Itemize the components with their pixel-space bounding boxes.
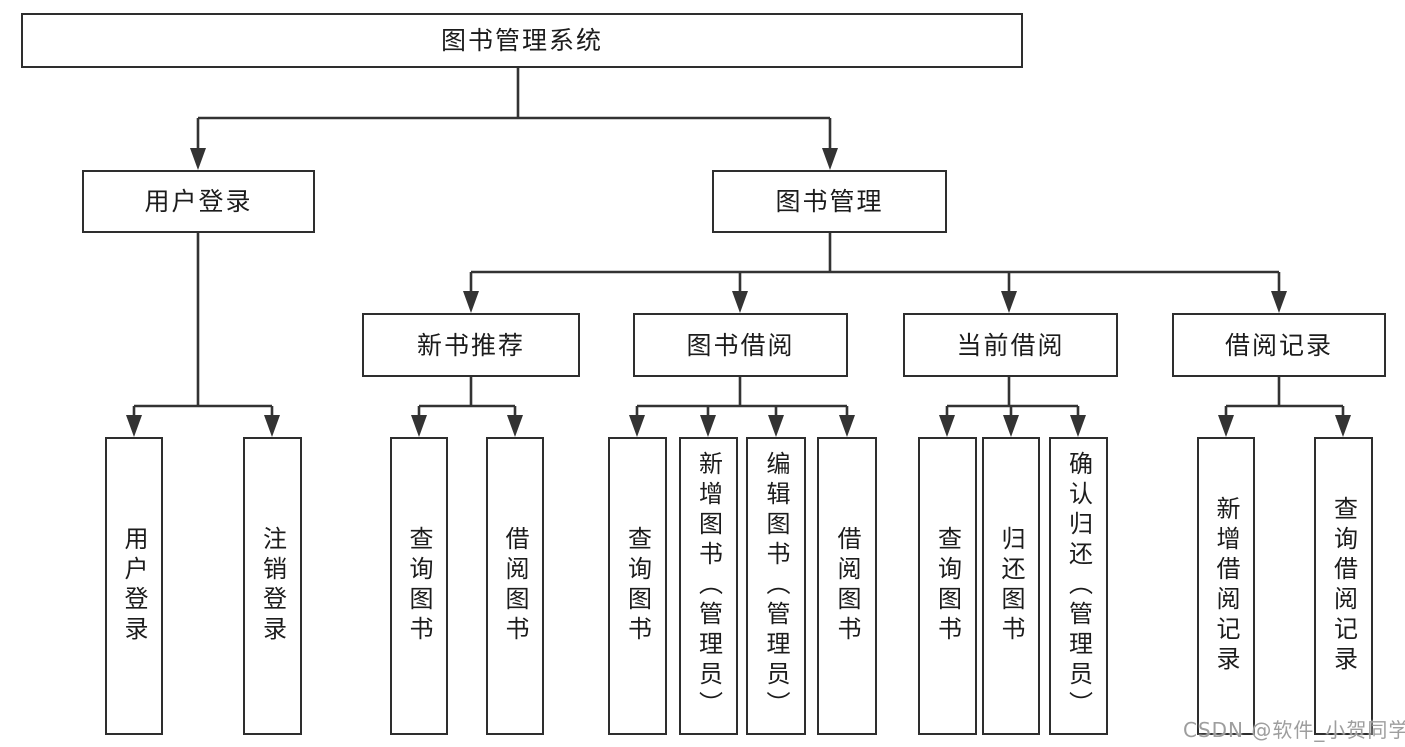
leaf-add-borrow-record-label: 新增借阅记录 bbox=[1212, 496, 1240, 676]
node-current-borrow-label: 当前借阅 bbox=[956, 330, 1065, 360]
leaf-user-login: 用户登录 bbox=[105, 437, 163, 735]
leaf-query-books-current: 查询图书 bbox=[918, 437, 977, 735]
node-current-borrow: 当前借阅 bbox=[903, 313, 1118, 377]
leaf-add-book-admin: 新增图书（管理员） bbox=[679, 437, 738, 735]
leaf-user-login-label: 用户登录 bbox=[120, 526, 148, 646]
node-user-login: 用户登录 bbox=[82, 170, 315, 233]
leaf-query-books-current-label: 查询图书 bbox=[933, 526, 962, 646]
leaf-logout: 注销登录 bbox=[243, 437, 302, 735]
node-borrow-records-label: 借阅记录 bbox=[1224, 330, 1333, 360]
leaf-query-books-borrow-label: 查询图书 bbox=[623, 526, 652, 646]
node-root: 图书管理系统 bbox=[21, 13, 1023, 68]
leaf-query-borrow-record: 查询借阅记录 bbox=[1314, 437, 1373, 735]
leaf-borrow-books-borrow: 借阅图书 bbox=[817, 437, 877, 735]
connector-new-book-branch bbox=[417, 377, 517, 426]
leaf-confirm-return-admin: 确认归还（管理员） bbox=[1049, 437, 1108, 735]
leaf-query-books-borrow: 查询图书 bbox=[608, 437, 667, 735]
leaf-borrow-books-recommend-label: 借阅图书 bbox=[501, 526, 529, 646]
node-root-label: 图书管理系统 bbox=[440, 26, 603, 55]
node-new-book-recommend-label: 新书推荐 bbox=[416, 330, 525, 360]
leaf-logout-label: 注销登录 bbox=[258, 526, 287, 646]
leaf-add-book-admin-label: 新增图书（管理员） bbox=[694, 451, 723, 721]
node-borrow-records: 借阅记录 bbox=[1172, 313, 1386, 377]
leaf-query-books-recommend-label: 查询图书 bbox=[405, 526, 433, 646]
arrow-down-icon bbox=[126, 148, 1351, 437]
connector-stems bbox=[132, 68, 1345, 426]
connector-user-login-branch bbox=[132, 233, 274, 426]
leaf-borrow-books-recommend: 借阅图书 bbox=[486, 437, 544, 735]
leaf-confirm-return-admin-label: 确认归还（管理员） bbox=[1064, 451, 1093, 721]
connector-book-mgmt-branch bbox=[469, 233, 1281, 302]
leaf-return-book: 归还图书 bbox=[982, 437, 1040, 735]
leaf-query-books-recommend: 查询图书 bbox=[390, 437, 448, 735]
leaf-return-book-label: 归还图书 bbox=[997, 526, 1025, 646]
node-new-book-recommend: 新书推荐 bbox=[362, 313, 580, 377]
arrow-down-icons bbox=[126, 148, 1351, 437]
watermark: CSDN @软件_小贺同学 bbox=[1183, 718, 1405, 742]
leaf-add-borrow-record: 新增借阅记录 bbox=[1197, 437, 1255, 735]
leaf-borrow-books-borrow-label: 借阅图书 bbox=[833, 526, 861, 646]
node-book-management-label: 图书管理 bbox=[775, 187, 884, 216]
connector-book-borrow-branch bbox=[635, 377, 849, 426]
connector-borrow-records-branch bbox=[1224, 377, 1345, 426]
connector-root-branch bbox=[196, 68, 832, 158]
node-user-login-label: 用户登录 bbox=[144, 187, 253, 216]
node-book-borrow-label: 图书借阅 bbox=[686, 330, 795, 360]
leaf-edit-book-admin: 编辑图书（管理员） bbox=[746, 437, 806, 735]
node-book-borrow: 图书借阅 bbox=[633, 313, 848, 377]
leaf-edit-book-admin-label: 编辑图书（管理员） bbox=[762, 451, 790, 721]
leaf-query-borrow-record-label: 查询借阅记录 bbox=[1329, 496, 1358, 676]
node-book-management: 图书管理 bbox=[712, 170, 947, 233]
